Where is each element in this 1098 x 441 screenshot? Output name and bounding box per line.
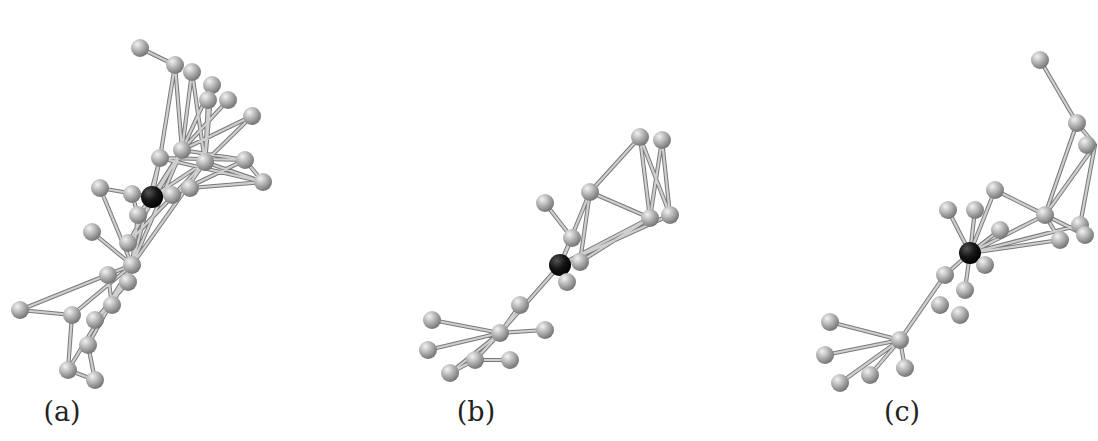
atom (939, 201, 957, 219)
atom (91, 179, 109, 197)
atom (956, 281, 974, 299)
atom (83, 223, 101, 241)
atom (63, 306, 81, 324)
atom (631, 128, 649, 146)
atom (661, 206, 679, 224)
atom (119, 273, 137, 291)
atoms-b (419, 128, 679, 382)
atom (166, 56, 184, 74)
dopant-atom (549, 254, 571, 276)
panel-label: (a) (43, 398, 80, 425)
bond-outline (20, 48, 1095, 383)
atom (1051, 231, 1069, 249)
atom (558, 273, 576, 291)
atom (131, 39, 149, 57)
bond-core (20, 48, 1095, 383)
atoms-c (816, 51, 1096, 392)
atom (181, 179, 199, 197)
panel-label: (b) (457, 398, 495, 425)
atom (163, 186, 181, 204)
atom (966, 201, 984, 219)
atom (11, 301, 29, 319)
atom (466, 351, 484, 369)
atom (99, 266, 117, 284)
atom (891, 331, 909, 349)
atom (59, 361, 77, 379)
atom (103, 296, 121, 314)
atom (199, 91, 217, 109)
atom (536, 321, 554, 339)
atom (419, 341, 437, 359)
atom (441, 364, 459, 382)
atom (976, 256, 994, 274)
atom (243, 107, 261, 125)
atom (423, 311, 441, 329)
atom (563, 229, 581, 247)
atom (86, 311, 104, 329)
atom (183, 63, 201, 81)
atom (1068, 114, 1086, 132)
atom (951, 306, 969, 324)
atom (511, 296, 529, 314)
atom (536, 194, 554, 212)
atom (1076, 226, 1094, 244)
atom (1036, 206, 1054, 224)
atom (896, 359, 914, 377)
atom (1031, 51, 1049, 69)
atom (936, 266, 954, 284)
atom (151, 149, 169, 167)
bond-lines (20, 48, 1095, 383)
atom (129, 206, 147, 224)
atom (236, 151, 254, 169)
atom (119, 234, 137, 252)
atom (653, 131, 671, 149)
atoms-a (11, 39, 272, 389)
atom (831, 374, 849, 392)
atom (571, 253, 589, 271)
atom (123, 256, 141, 274)
atom (196, 153, 214, 171)
atom (991, 221, 1009, 239)
atom (501, 351, 519, 369)
atom (861, 366, 879, 384)
atom (491, 324, 509, 342)
atom (173, 141, 191, 159)
atom (581, 183, 599, 201)
atom (219, 91, 237, 109)
atom (816, 346, 834, 364)
panel-label: (c) (884, 398, 920, 425)
atom (86, 371, 104, 389)
atom (123, 185, 141, 203)
atom (79, 336, 97, 354)
atom (986, 181, 1004, 199)
dopant-atom (141, 186, 163, 208)
atom (254, 173, 272, 191)
atom (821, 313, 839, 331)
atom (931, 296, 949, 314)
atom (641, 209, 659, 227)
atom (1078, 136, 1096, 154)
